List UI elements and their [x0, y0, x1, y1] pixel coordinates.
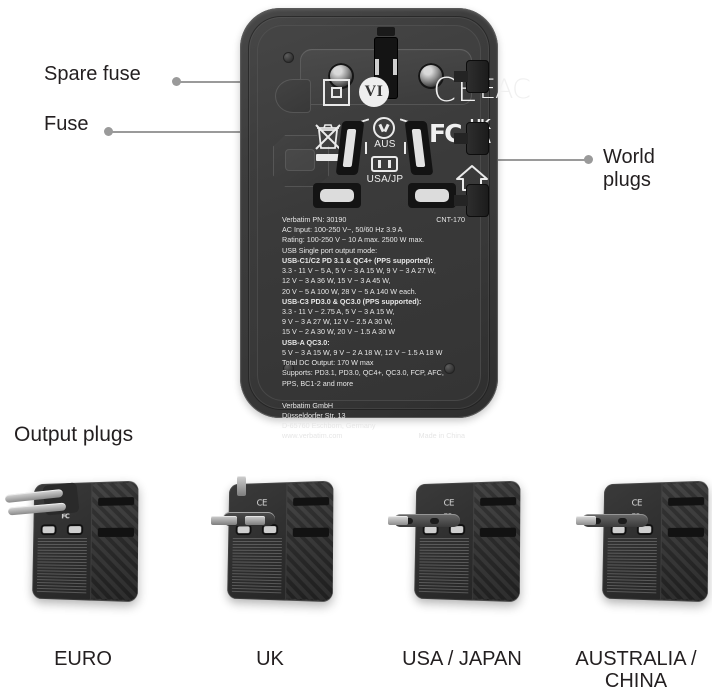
spec-usba-heading: USB-A QC3.0: — [282, 338, 467, 348]
adapter-body-usa: CE FC — [414, 481, 520, 603]
adapter-open-slot-top — [293, 497, 329, 506]
face-slot-left — [43, 526, 55, 533]
face-slot-right — [451, 526, 464, 533]
caption-australia-china: AUSTRALIA / CHINA — [560, 648, 712, 692]
aus-flat-prong-left — [576, 516, 596, 525]
adapter-body-uk: CE FC — [227, 481, 333, 603]
spec-usbc3-line-2: 9 V ~ 3 A 27 W, 12 V ~ 2.5 A 30 W, — [282, 317, 467, 327]
callout-world-plugs: World plugs — [603, 146, 655, 192]
leader-line-fuse — [112, 131, 260, 133]
adapter-face-uk: CE FC — [227, 482, 287, 600]
uk-neutral-pin — [245, 516, 265, 525]
spec-usbc3-line-3: 15 V ~ 2 A 30 W, 20 V ~ 1.5 A 30 W — [282, 327, 467, 337]
spec-address-block: Verbatim GmbH Düsseldorfer Str. 13 D-657… — [282, 401, 467, 442]
device-inner-panel: VI CE EAC FC UK CA AUS USA/JP — [257, 25, 481, 401]
class-ii-double-insulation-icon — [323, 79, 350, 106]
adapter-open-slot-top — [98, 497, 134, 506]
usa-flat-prong-left — [388, 516, 408, 525]
weee-crossed-bin-icon — [315, 121, 341, 151]
spec-made-in: Made in China — [419, 431, 465, 441]
plug-variant-euro: CE FC — [8, 472, 158, 612]
spec-usbc12-line-3: 20 V ~ 5 A 100 W, 28 V ~ 5 A 140 W each. — [282, 287, 467, 297]
caption-uk: UK — [200, 648, 340, 670]
face-ce-mark-icon: CE — [257, 499, 268, 509]
plug-slider-tab-3[interactable] — [466, 184, 489, 217]
spec-usbc12-line-1: 3.3 - 11 V ~ 5 A, 5 V ~ 3 A 15 W, 9 V ~ … — [282, 266, 467, 276]
rect-prong-slot-right — [408, 183, 456, 208]
spec-usbc3-line-1: 3.3 - 11 V ~ 2.75 A, 5 V ~ 3 A 15 W, — [282, 307, 467, 317]
adapter-face-aus: CE FC — [602, 482, 662, 600]
rect-prong-slot-left — [313, 183, 361, 208]
face-slot-right — [639, 526, 652, 533]
aus-selector-label: AUS — [369, 139, 401, 150]
section-title-output-plugs: Output plugs — [14, 423, 133, 447]
adapter-open-slot-bottom — [668, 528, 704, 537]
uk-live-pin — [211, 516, 237, 525]
top-nub — [377, 27, 395, 36]
adapter-open-slot-bottom — [293, 528, 329, 537]
face-fine-print — [232, 538, 282, 594]
spec-usbc12-line-2: 12 V ~ 3 A 36 W, 15 V ~ 3 A 45 W, — [282, 276, 467, 286]
callout-spare-fuse: Spare fuse — [44, 63, 141, 86]
spec-ac-input: AC Input: 100-250 V~, 50/60 Hz 3.9 A — [282, 225, 467, 235]
face-slot-right — [264, 526, 277, 533]
screw-top-left-icon — [283, 52, 294, 63]
usa-prong-hole-right — [430, 518, 439, 524]
spec-usba-line-1: 5 V ~ 3 A 15 W, 9 V ~ 2 A 18 W, 12 V ~ 1… — [282, 348, 467, 358]
adapter-open-slot-top — [668, 497, 704, 506]
plug-variant-australia-china: CE FC — [578, 472, 712, 612]
callout-fuse: Fuse — [44, 113, 88, 136]
spec-usbc12-heading: USB-C1/C2 PD 3.1 & QC4+ (PPS supported): — [282, 256, 467, 266]
caption-euro: EURO — [8, 648, 158, 670]
face-slot-left — [613, 526, 625, 533]
aus-prong-hole-right — [618, 518, 627, 524]
face-ce-mark-icon: CE — [444, 499, 455, 509]
spec-total-output: Total DC Output: 170 W max — [282, 358, 467, 368]
product-spec-label: Verbatim PN: 30190 CNT-170 AC Input: 100… — [282, 215, 467, 442]
spec-company: Verbatim GmbH — [282, 401, 467, 411]
face-ce-mark-icon: CE — [632, 499, 643, 509]
face-fine-print — [37, 538, 87, 594]
plug-variant-usa-japan: CE FC — [390, 472, 540, 612]
spec-supports-line-1: Supports: PD3.1, PD3.0, QC4+, QC3.0, FCP… — [282, 368, 467, 378]
face-slot-left — [238, 526, 250, 533]
spec-city: D-65760 Eschborn, Germany — [282, 421, 467, 431]
face-slot-left — [425, 526, 437, 533]
uk-earth-pin — [237, 476, 246, 496]
spec-street: Düsseldorfer Str. 13 — [282, 411, 467, 421]
travel-adapter-bottom-view: VI CE EAC FC UK CA AUS USA/JP — [240, 8, 498, 418]
plug-slider-tab-1[interactable] — [466, 60, 489, 93]
plug-variant-uk: CE FC — [203, 472, 353, 612]
adapter-open-slot-bottom — [98, 528, 134, 537]
spec-rating: Rating: 100-250 V ~ 10 A max. 2500 W max… — [282, 235, 467, 245]
spec-model-number: CNT-170 — [436, 215, 465, 225]
face-fine-print — [419, 538, 469, 594]
adapter-face-usa: CE FC — [414, 482, 474, 600]
adapter-open-slot-top — [480, 497, 516, 506]
usa-jp-selector-icon — [371, 156, 398, 172]
spec-usb-mode-heading: USB Single port output mode: — [282, 246, 467, 256]
adapter-open-slot-bottom — [480, 528, 516, 537]
face-slot-right — [69, 526, 82, 533]
face-fine-print — [607, 538, 657, 594]
blade-tick-right — [404, 142, 406, 154]
blade-tick-left — [365, 142, 367, 154]
efficiency-level-vi-icon: VI — [359, 77, 389, 107]
aus-selector-icon — [373, 117, 395, 139]
plug-slider-tab-2[interactable] — [466, 122, 489, 155]
spare-fuse-compartment[interactable] — [275, 79, 311, 113]
fuse-compartment-inner — [285, 149, 315, 171]
spec-header-row: Verbatim PN: 30190 CNT-170 — [282, 215, 467, 225]
adapter-body-aus: CE FC — [602, 481, 708, 603]
spec-usbc3-heading: USB-C3 PD3.0 & QC3.0 (PPS supported): — [282, 297, 467, 307]
usa-jp-selector-label: USA/JP — [361, 174, 409, 185]
spec-supports-line-2: PPS, BC1-2 and more — [282, 379, 467, 389]
caption-usa-japan: USA / JAPAN — [378, 648, 546, 670]
